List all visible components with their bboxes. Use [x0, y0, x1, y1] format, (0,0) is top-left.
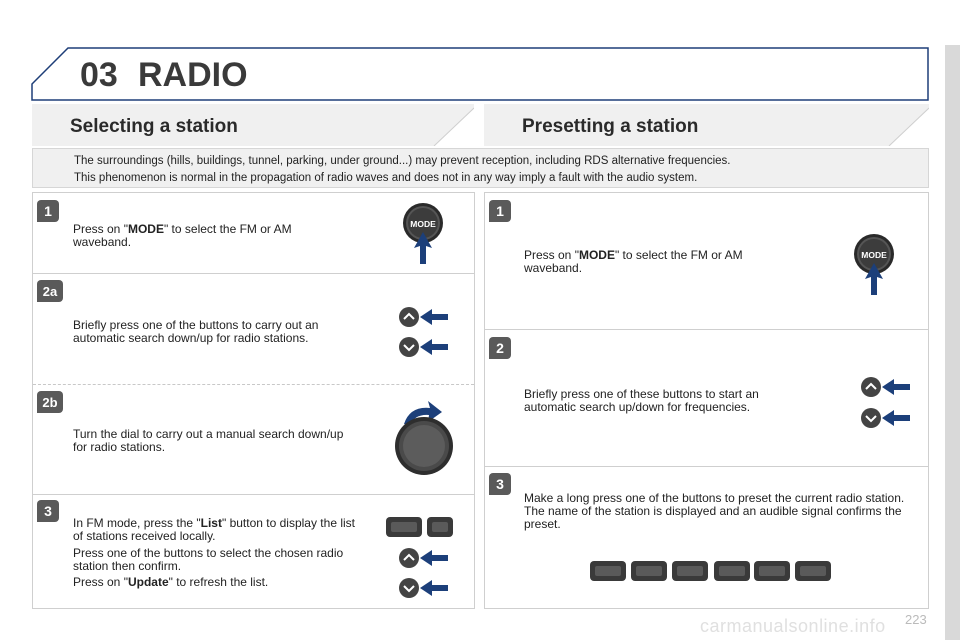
step-badge-2-right: 2 — [489, 337, 511, 359]
preset-search-down-icon — [861, 408, 910, 428]
mode-button-icon: MODE — [403, 203, 443, 264]
mode-button-label: MODE — [410, 219, 436, 229]
reception-notice: The surroundings (hills, buildings, tunn… — [32, 148, 929, 188]
section-header-right: Presetting a station — [484, 104, 929, 146]
svg-text:carmanualsonline.info: carmanualsonline.info — [700, 616, 886, 636]
chapter-title: RADIO — [138, 56, 248, 94]
section-title-selecting: Selecting a station — [70, 116, 238, 137]
left-step2b-text: Turn the dial to carry out a manual sear… — [73, 427, 344, 454]
left-instructions-panel — [32, 192, 475, 609]
step-badge-1-right: 1 — [489, 200, 511, 222]
left-step3-text-1: In FM mode, press the "List" button to d… — [73, 516, 355, 543]
step-badge-3-right: 3 — [489, 473, 511, 495]
right-step1-text: Press on "MODE" to select the FM or AM w… — [524, 248, 743, 275]
page-edge-bar — [945, 45, 960, 640]
preset-buttons-row-icon — [590, 561, 831, 581]
right-divider-1 — [485, 329, 928, 330]
step-badge-2a: 2a — [37, 280, 63, 302]
section-header-right-bg — [484, 104, 929, 146]
step-badge-3-left-label: 3 — [44, 503, 52, 519]
step-badge-3-left: 3 — [37, 500, 59, 522]
left-step2a-text: Briefly press one of the buttons to carr… — [73, 318, 319, 345]
list-down-button-icon — [399, 578, 448, 598]
step-badge-2b-label: 2b — [42, 395, 57, 410]
left-divider-2 — [33, 384, 474, 385]
right-step2-text: Briefly press one of these buttons to st… — [524, 387, 759, 414]
step-badge-1-left-label: 1 — [44, 203, 52, 219]
right-step3-text: Make a long press one of the buttons to … — [524, 491, 905, 531]
mode-button-icon-right: MODE — [854, 234, 894, 295]
left-divider-3 — [33, 494, 474, 495]
section-header-left-bg — [32, 104, 474, 146]
step-badge-3-right-label: 3 — [496, 476, 504, 492]
step-badge-2b: 2b — [37, 391, 63, 413]
search-up-button-icon — [399, 307, 448, 327]
left-step1-text: Press on "MODE" to select the FM or AM w… — [73, 222, 292, 249]
right-instructions-panel — [484, 192, 929, 609]
chapter-header-frame — [31, 47, 929, 101]
preset-search-up-icon — [861, 377, 910, 397]
chapter-number: 03 — [80, 56, 118, 94]
left-step3-text-3: Press on "Update" to refresh the list. — [73, 575, 269, 589]
notice-line-2: This phenomenon is normal in the propaga… — [74, 172, 698, 184]
left-step3-text-2: Press one of the buttons to select the c… — [73, 546, 344, 573]
step-badge-1-right-label: 1 — [496, 203, 504, 219]
section-title-presetting: Presetting a station — [522, 116, 699, 137]
tuning-dial-icon — [395, 401, 453, 475]
list-up-button-icon — [399, 548, 448, 568]
right-divider-2 — [485, 466, 928, 467]
list-buttons-icon — [386, 517, 453, 537]
search-down-button-icon — [399, 337, 448, 357]
step-badge-2-right-label: 2 — [496, 340, 504, 356]
left-divider-1 — [33, 273, 474, 274]
mode-button-label-right: MODE — [861, 250, 887, 260]
step-badge-1-left: 1 — [37, 200, 59, 222]
section-header-left: Selecting a station — [32, 104, 474, 146]
watermark-logo: carmanualsonline.info — [700, 616, 886, 636]
page-number: 223 — [905, 612, 927, 627]
step-badge-2a-label: 2a — [43, 284, 58, 299]
notice-line-1: The surroundings (hills, buildings, tunn… — [74, 155, 731, 167]
